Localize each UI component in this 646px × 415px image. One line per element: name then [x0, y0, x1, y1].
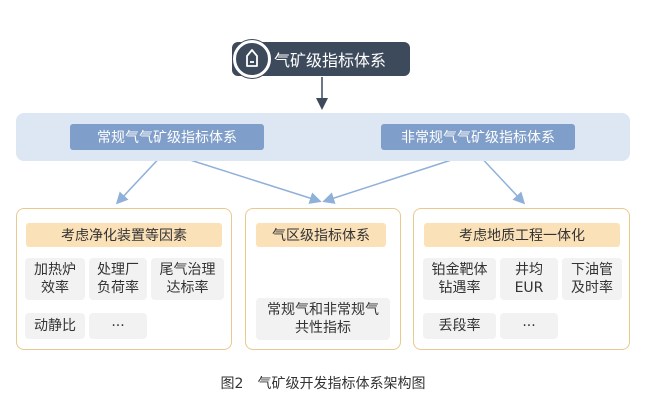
- metric-chip: 加热炉 效率: [25, 258, 85, 300]
- metric-chip: 处理厂 负荷率: [89, 258, 147, 300]
- panel-middle-heading: 气区级指标体系: [256, 223, 386, 247]
- tier-unconventional: 非常规气气矿级指标体系: [381, 124, 575, 150]
- metric-chip: 下油管 及时率: [562, 258, 622, 300]
- panel-left-heading: 考虑净化装置等因素: [26, 223, 222, 247]
- tier-conventional: 常规气气矿级指标体系: [70, 124, 264, 150]
- tier-unconventional-label: 非常规气气矿级指标体系: [401, 130, 555, 146]
- tier-conventional-label: 常规气气矿级指标体系: [97, 130, 237, 146]
- metric-chip: 动静比: [25, 313, 85, 339]
- metric-chip: 井均 EUR: [500, 258, 558, 300]
- panel-right-heading: 考虑地质工程一体化: [424, 223, 620, 247]
- panel-middle-heading-text: 气区级指标体系: [272, 228, 370, 244]
- metric-chip: 铂金靶体 钻遇率: [423, 258, 496, 300]
- panel-right-heading-text: 考虑地质工程一体化: [459, 228, 585, 244]
- panel-left-heading-text: 考虑净化装置等因素: [61, 228, 187, 244]
- metric-chip: 尾气治理 达标率: [151, 258, 224, 300]
- metric-chip-more: ···: [500, 313, 558, 339]
- metric-chip: 丢段率: [423, 313, 496, 339]
- metric-chip-more: ···: [89, 313, 147, 339]
- figure-caption: 图2 气矿级开发指标体系架构图: [220, 376, 426, 392]
- water-drop-icon: [233, 40, 271, 78]
- root-label: 气矿级指标体系: [274, 51, 387, 70]
- metric-chip: 常规气和非常规气 共性指标: [256, 298, 390, 340]
